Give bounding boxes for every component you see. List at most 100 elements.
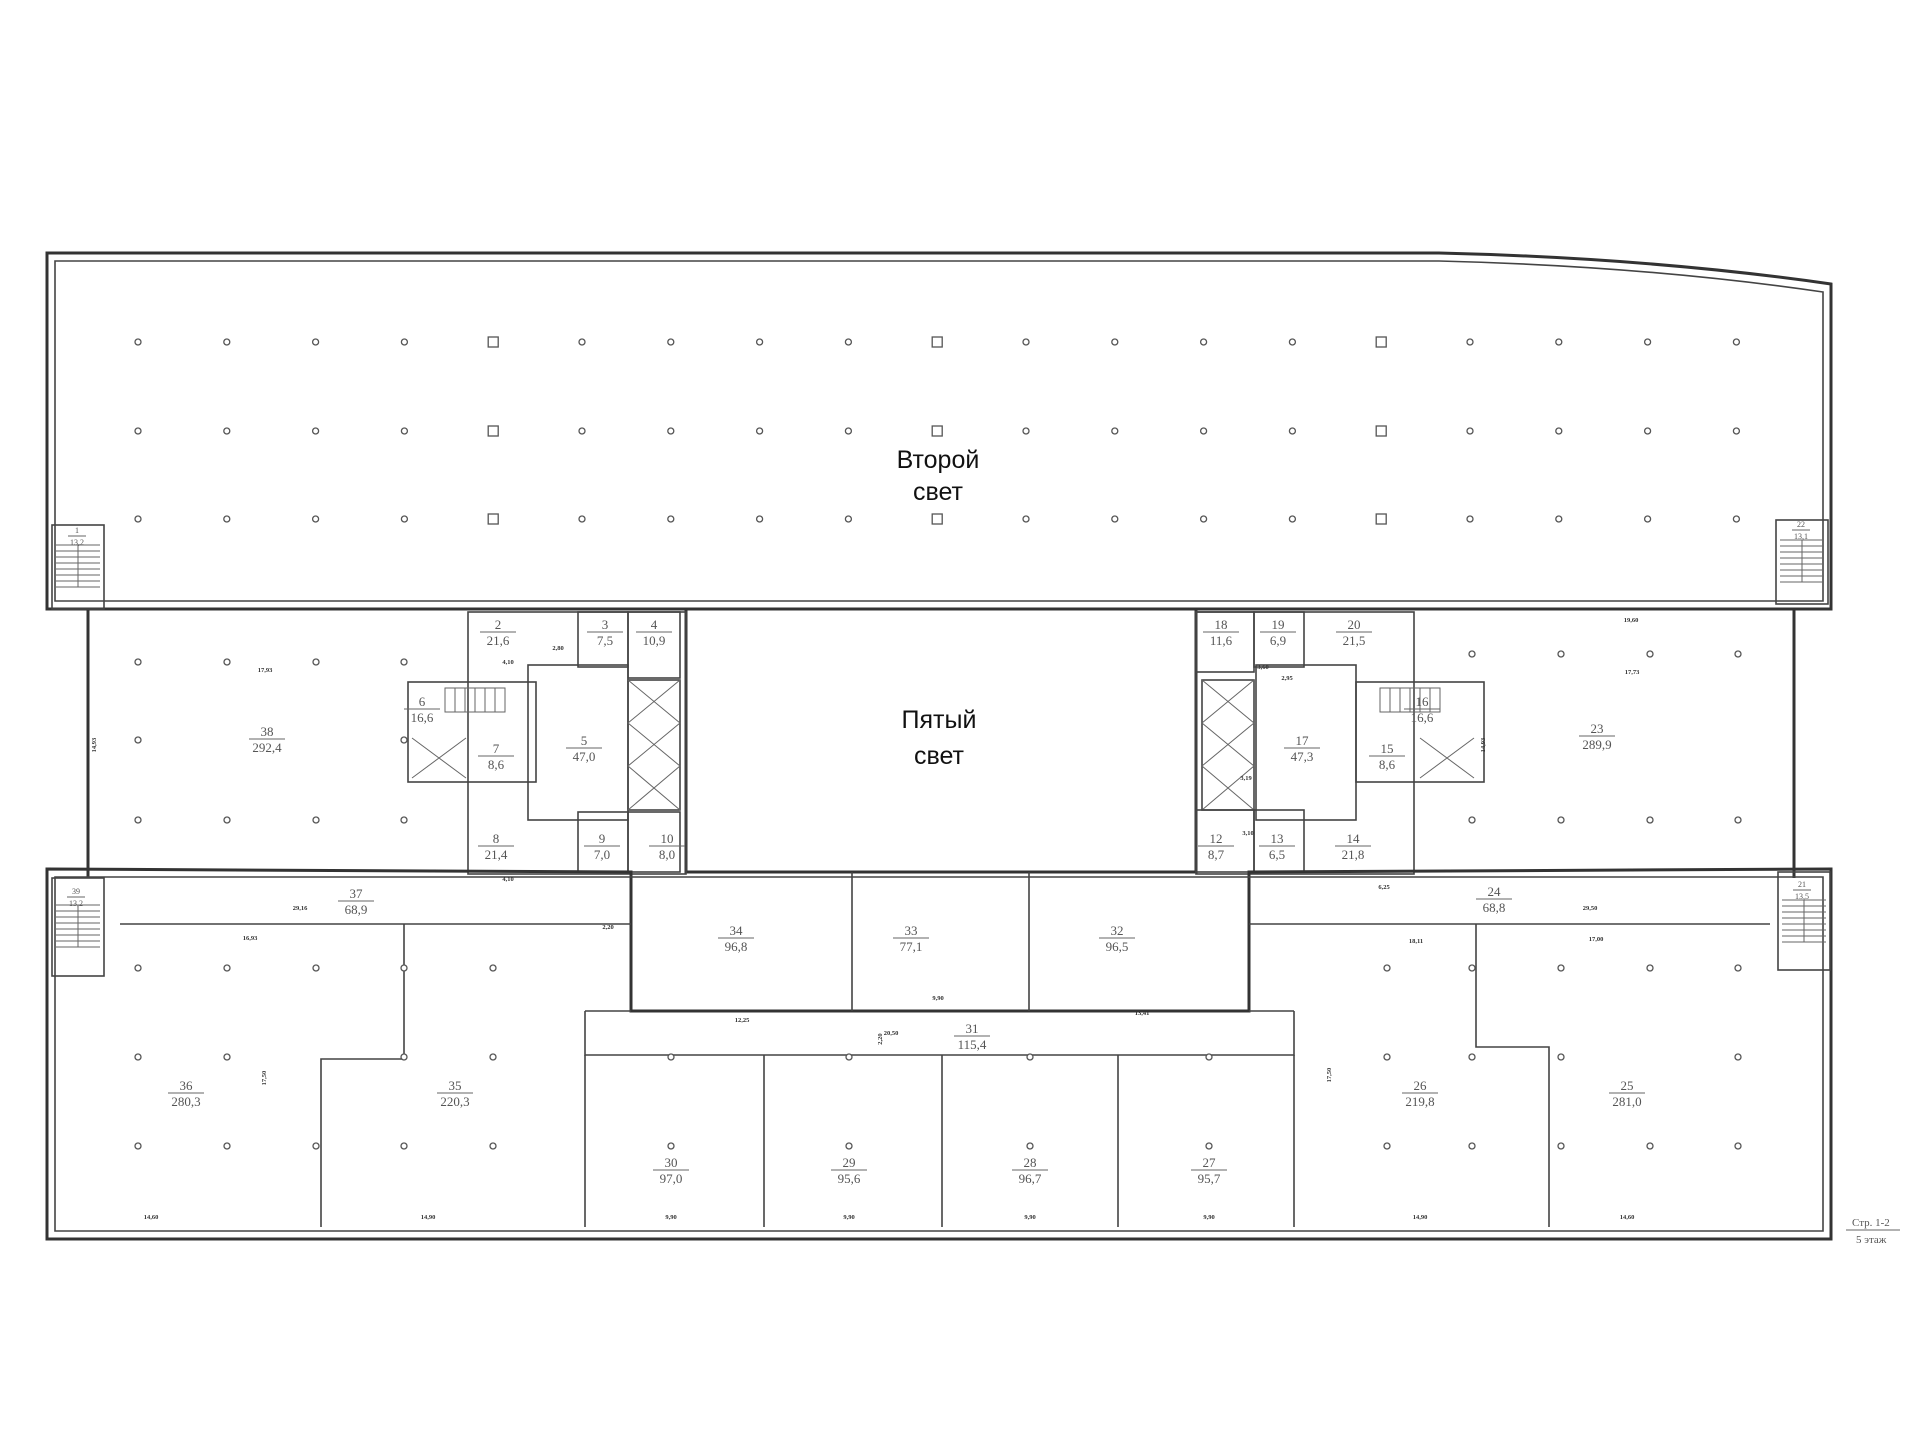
- room-area: 13,2: [69, 899, 83, 908]
- column-round: [400, 658, 408, 666]
- dimension-label: 2,95: [1281, 675, 1293, 682]
- room-area: 7,0: [594, 847, 610, 862]
- column-round: [755, 427, 764, 435]
- column-round: [311, 427, 320, 435]
- room-5: 547,0: [566, 733, 602, 764]
- dimension-label: 9,90: [665, 1214, 676, 1221]
- column-round: [755, 515, 764, 523]
- column-round: [578, 338, 586, 346]
- room-area: 8,6: [1379, 757, 1396, 772]
- column-round: [1643, 427, 1652, 435]
- column-round: [1557, 1053, 1565, 1061]
- room-number: 5: [581, 733, 588, 748]
- columns: [134, 336, 1742, 1150]
- room-2: 221,6: [480, 617, 516, 648]
- column-round: [1468, 1053, 1476, 1061]
- room-number: 26: [1414, 1078, 1428, 1093]
- column-round: [578, 515, 586, 523]
- room-area: 21,4: [485, 847, 508, 862]
- column-round: [1205, 1053, 1213, 1061]
- column-round: [1205, 1142, 1213, 1150]
- room-area: 77,1: [900, 939, 923, 954]
- dimension-label: 3,10: [1242, 830, 1253, 837]
- room-number: 29: [843, 1155, 856, 1170]
- room-area: 21,8: [1342, 847, 1365, 862]
- room-area: 10,9: [643, 633, 666, 648]
- column-round: [1466, 515, 1474, 523]
- dimension-label: 29,50: [1583, 905, 1598, 912]
- dimension-label: 6,25: [1378, 884, 1390, 891]
- column-round: [400, 736, 408, 744]
- column-round: [1734, 650, 1742, 658]
- column-round: [223, 515, 231, 523]
- room-area: 6,9: [1270, 633, 1286, 648]
- room-number: 39: [72, 887, 80, 896]
- dimension-label: 17,00: [1589, 936, 1604, 943]
- stair-left-bottom: [51, 877, 105, 977]
- dimension-label: 9,90: [843, 1214, 854, 1221]
- dimension-label: 29,16: [293, 905, 308, 912]
- room-area: 21,5: [1343, 633, 1366, 648]
- column-round: [1199, 515, 1208, 523]
- column-round: [134, 736, 142, 744]
- room-15: 158,6: [1369, 741, 1405, 772]
- column-round: [1557, 650, 1565, 658]
- bottom-inner-outline: [54, 876, 1824, 1232]
- column-round: [1022, 427, 1030, 435]
- room-area: 6,5: [1269, 847, 1285, 862]
- dimension-label: 18,11: [1409, 938, 1423, 945]
- room-labels: 113,2221,637,5410,9547,0616,678,6821,497…: [67, 520, 1811, 1186]
- column-round: [1199, 427, 1208, 435]
- room-number: 30: [665, 1155, 678, 1170]
- room-area: 115,4: [958, 1037, 987, 1052]
- dimension-label: 12,25: [735, 1017, 750, 1024]
- column-round: [667, 427, 675, 435]
- room-area: 8,7: [1208, 847, 1225, 862]
- room-area: 16,6: [411, 710, 434, 725]
- room-area: 47,0: [573, 749, 596, 764]
- column-round: [1557, 1142, 1565, 1150]
- column-round: [1646, 1142, 1654, 1150]
- room-9: 97,0: [584, 831, 620, 862]
- room-area: 13,2: [70, 538, 84, 547]
- column-round: [844, 338, 853, 346]
- room-area: 7,5: [597, 633, 613, 648]
- room-number: 35: [449, 1078, 462, 1093]
- column-round: [1734, 1142, 1742, 1150]
- room-area: 21,6: [487, 633, 510, 648]
- column-round: [134, 1142, 142, 1150]
- stair-right-bottom: [1777, 871, 1831, 971]
- column-round: [1026, 1053, 1034, 1061]
- room-number: 28: [1024, 1155, 1037, 1170]
- outer-wall-bottom-block: [45, 867, 1833, 1241]
- left-core: [407, 611, 687, 875]
- room-area: 47,3: [1291, 749, 1314, 764]
- column-round: [1646, 650, 1654, 658]
- dimension-label: 9,90: [1203, 1214, 1214, 1221]
- room-area: 220,3: [440, 1094, 469, 1109]
- column-round: [312, 658, 320, 666]
- room-number: 24: [1488, 884, 1502, 899]
- column-round: [223, 658, 231, 666]
- column-round: [755, 338, 764, 346]
- column-round: [223, 1142, 231, 1150]
- room-3: 37,5: [587, 617, 623, 648]
- column-round: [1111, 427, 1119, 435]
- dimension-label: 14,60: [144, 1214, 159, 1221]
- column-round: [1555, 338, 1563, 346]
- outer-wall-top-block: [45, 251, 1833, 611]
- room-area: 96,5: [1106, 939, 1129, 954]
- column-round: [1383, 1053, 1391, 1061]
- dimension-label: 14,90: [421, 1214, 436, 1221]
- room-area: 13,1: [1794, 532, 1808, 541]
- column-square: [1375, 336, 1387, 348]
- column-round: [1646, 816, 1654, 824]
- column-square: [1375, 513, 1387, 525]
- room-number: 32: [1111, 923, 1124, 938]
- room-number: 27: [1203, 1155, 1217, 1170]
